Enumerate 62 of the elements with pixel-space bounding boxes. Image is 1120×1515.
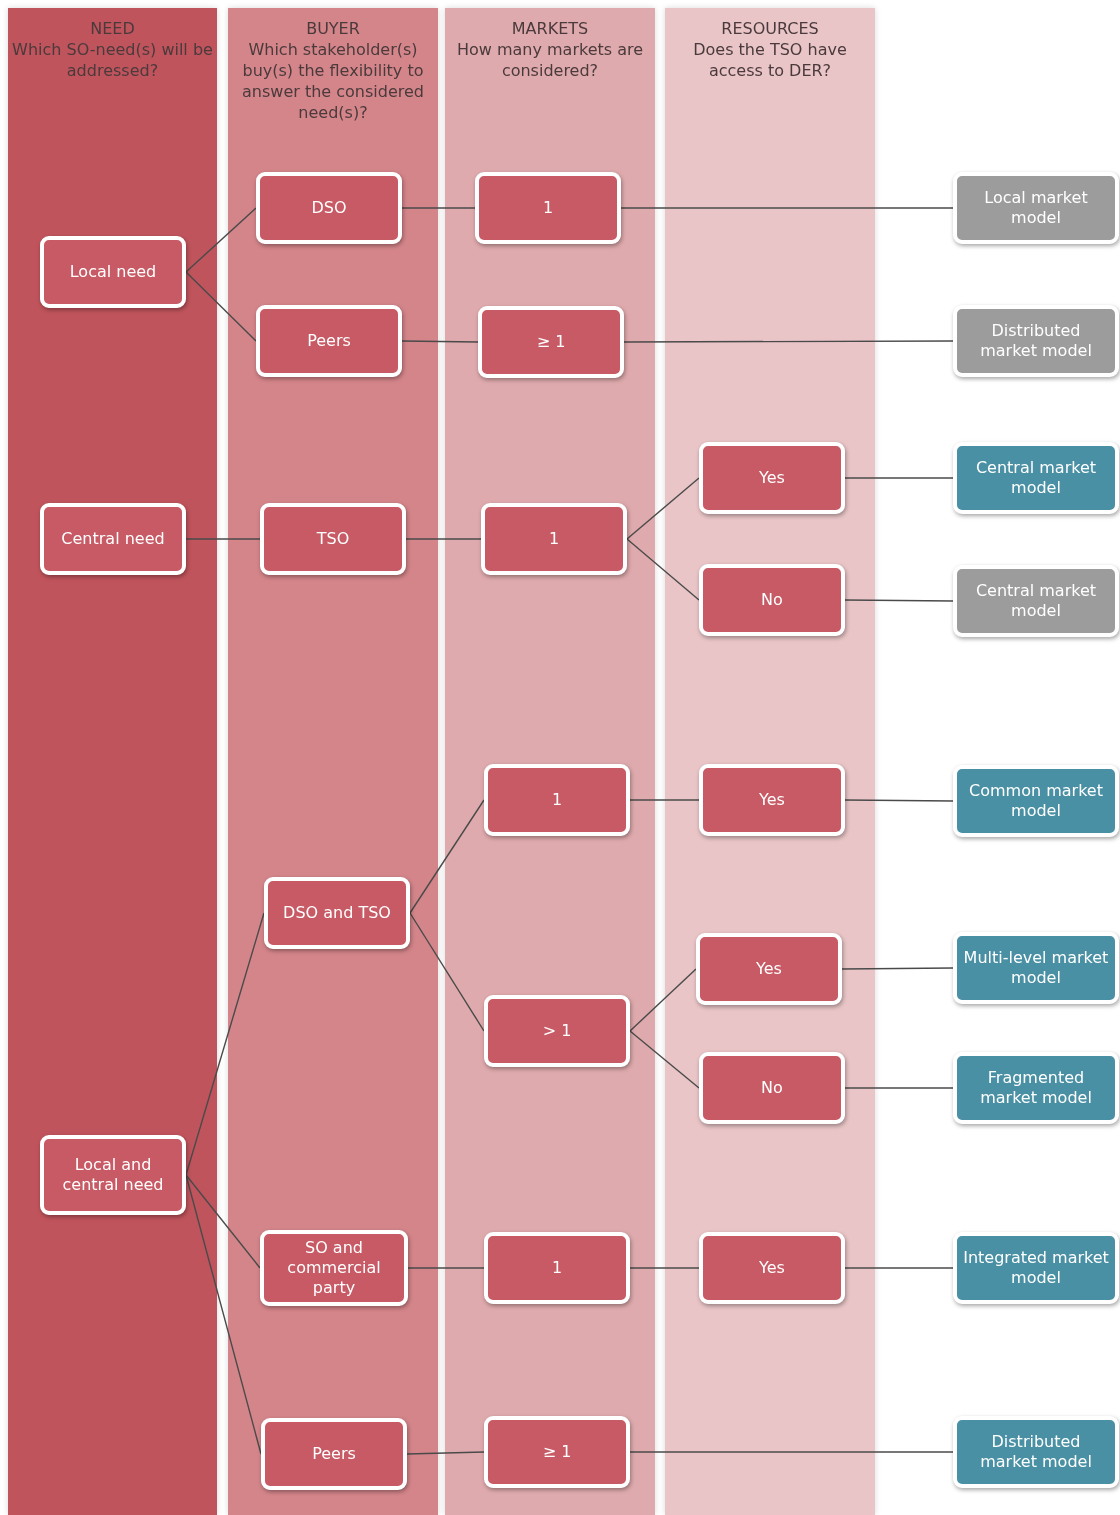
connector-line <box>409 799 485 914</box>
connector-line <box>629 1030 700 1089</box>
connector-line <box>844 799 954 802</box>
connector-line <box>844 599 954 602</box>
connector-line <box>401 340 479 343</box>
connector-line <box>629 799 700 801</box>
column-question: How many markets are considered? <box>455 39 645 81</box>
column-band <box>8 8 217 1515</box>
decision-box: No <box>699 564 845 636</box>
connector-line <box>620 207 954 209</box>
decision-box: Local need <box>40 236 186 308</box>
connector-line <box>626 477 700 540</box>
connector-line <box>407 1267 485 1269</box>
connector-line <box>629 1267 700 1269</box>
connector-line <box>185 1174 262 1455</box>
decision-box: No <box>699 1052 845 1124</box>
decision-box: Yes <box>699 764 845 836</box>
column-heading: MARKETS <box>510 18 590 39</box>
decision-box: Yes <box>699 1232 845 1304</box>
decision-box: Peers <box>261 1418 407 1490</box>
decision-box: Local and central need <box>40 1135 186 1215</box>
connector-line <box>844 1267 954 1269</box>
connector-line <box>185 271 257 342</box>
decision-box: > 1 <box>484 995 630 1067</box>
decision-box: Yes <box>699 442 845 514</box>
column-question: Does the TSO have access to DER? <box>692 39 848 81</box>
column-question: Which SO-need(s) will be addressed? <box>12 39 213 81</box>
column-heading: RESOURCES <box>720 18 820 39</box>
decision-box: TSO <box>260 503 406 575</box>
decision-box: Central need <box>40 503 186 575</box>
decision-box: SO and commercial party <box>260 1230 408 1306</box>
decision-box: ≥ 1 <box>478 306 624 378</box>
decision-box: DSO <box>256 172 402 244</box>
connector-line <box>629 968 697 1032</box>
column-heading: BUYER <box>305 18 361 39</box>
connector-line <box>623 340 954 343</box>
decision-box: DSO and TSO <box>264 877 410 949</box>
connector-line <box>185 912 265 1176</box>
column-band <box>228 8 438 1515</box>
decision-box: 1 <box>475 172 621 244</box>
connector-line <box>841 967 954 970</box>
decision-box: Yes <box>696 933 842 1005</box>
column-band <box>665 8 875 1515</box>
column-band <box>445 8 655 1515</box>
column-heading: NEED <box>89 18 136 39</box>
connector-line <box>409 912 485 1032</box>
connector-line <box>626 538 700 601</box>
connector-line <box>185 1174 261 1269</box>
connector-line <box>405 538 482 540</box>
connector-line <box>401 207 476 209</box>
decision-box: 1 <box>481 503 627 575</box>
column-question: Which stakeholder(s) buy(s) the flexibility to answer the considered need(s)? <box>241 39 425 123</box>
connector-line <box>844 1087 954 1089</box>
connector-line <box>185 538 261 540</box>
connector-line <box>844 477 954 479</box>
connector-line <box>185 207 257 273</box>
decision-box: 1 <box>484 764 630 836</box>
connector-line <box>406 1451 485 1455</box>
decision-box: ≥ 1 <box>484 1416 630 1488</box>
decision-box: Peers <box>256 305 402 377</box>
decision-box: 1 <box>484 1232 630 1304</box>
connector-line <box>629 1451 954 1453</box>
